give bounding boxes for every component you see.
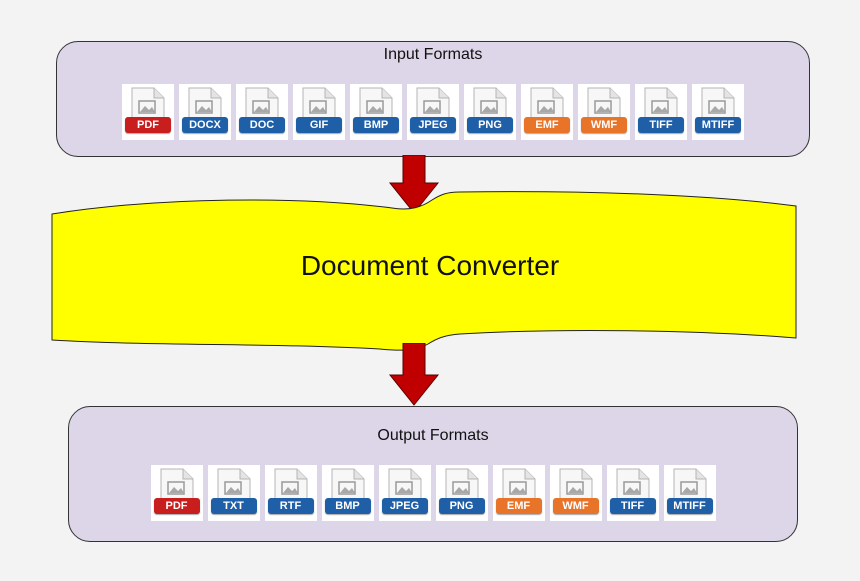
format-label: TIFF bbox=[638, 117, 684, 133]
format-label: MTIFF bbox=[666, 498, 713, 514]
bmp-icon: BMP bbox=[350, 84, 402, 140]
format-label: RTF bbox=[267, 498, 314, 514]
tiff-icon: TIFF bbox=[635, 84, 687, 140]
format-label: MTIFF bbox=[695, 117, 741, 133]
format-label: DOC bbox=[239, 117, 285, 133]
txt-icon: TXT bbox=[207, 465, 260, 521]
input-format-icons: PDF DOCX DOC GIF BMP JPEG PNG EMF WMF TIFF MTIFF bbox=[57, 84, 809, 140]
pdf-icon: PDF bbox=[122, 84, 174, 140]
input-formats-panel: Input Formats PDF DOCX DOC GIF BMP JPEG PNG EMF… bbox=[56, 41, 810, 157]
format-label: PDF bbox=[125, 117, 171, 133]
tiff-icon: TIFF bbox=[606, 465, 659, 521]
format-label: JPEG bbox=[410, 117, 456, 133]
down-arrow-icon bbox=[388, 155, 440, 214]
input-formats-title: Input Formats bbox=[383, 46, 483, 63]
format-label: PNG bbox=[438, 498, 485, 514]
format-label: EMF bbox=[495, 498, 542, 514]
document-converter-title: Document Converter bbox=[300, 250, 560, 281]
output-formats-title: Output Formats bbox=[377, 427, 489, 444]
gif-icon: GIF bbox=[293, 84, 345, 140]
bmp-icon: BMP bbox=[321, 465, 374, 521]
format-label: JPEG bbox=[381, 498, 428, 514]
emf-icon: EMF bbox=[492, 465, 545, 521]
wmf-icon: WMF bbox=[578, 84, 630, 140]
format-label: TXT bbox=[210, 498, 257, 514]
format-label: DOCX bbox=[182, 117, 228, 133]
output-format-icons: PDF TXT RTF BMP JPEG PNG EMF WMF TIFF MTIFF bbox=[69, 465, 797, 521]
doc-icon: DOC bbox=[236, 84, 288, 140]
png-icon: PNG bbox=[464, 84, 516, 140]
docx-icon: DOCX bbox=[179, 84, 231, 140]
format-label: PDF bbox=[153, 498, 200, 514]
format-label: TIFF bbox=[609, 498, 656, 514]
down-arrow-icon bbox=[388, 343, 440, 406]
mtiff-icon: MTIFF bbox=[663, 465, 716, 521]
wmf-icon: WMF bbox=[549, 465, 602, 521]
output-formats-panel: Output Formats PDF TXT RTF BMP JPEG PNG EMF WMF… bbox=[68, 406, 798, 542]
format-label: PNG bbox=[467, 117, 513, 133]
jpeg-icon: JPEG bbox=[378, 465, 431, 521]
emf-icon: EMF bbox=[521, 84, 573, 140]
format-label: WMF bbox=[581, 117, 627, 133]
rtf-icon: RTF bbox=[264, 465, 317, 521]
png-icon: PNG bbox=[435, 465, 488, 521]
format-label: EMF bbox=[524, 117, 570, 133]
pdf-icon: PDF bbox=[150, 465, 203, 521]
mtiff-icon: MTIFF bbox=[692, 84, 744, 140]
jpeg-icon: JPEG bbox=[407, 84, 459, 140]
format-label: GIF bbox=[296, 117, 342, 133]
format-label: BMP bbox=[353, 117, 399, 133]
format-label: BMP bbox=[324, 498, 371, 514]
format-label: WMF bbox=[552, 498, 599, 514]
